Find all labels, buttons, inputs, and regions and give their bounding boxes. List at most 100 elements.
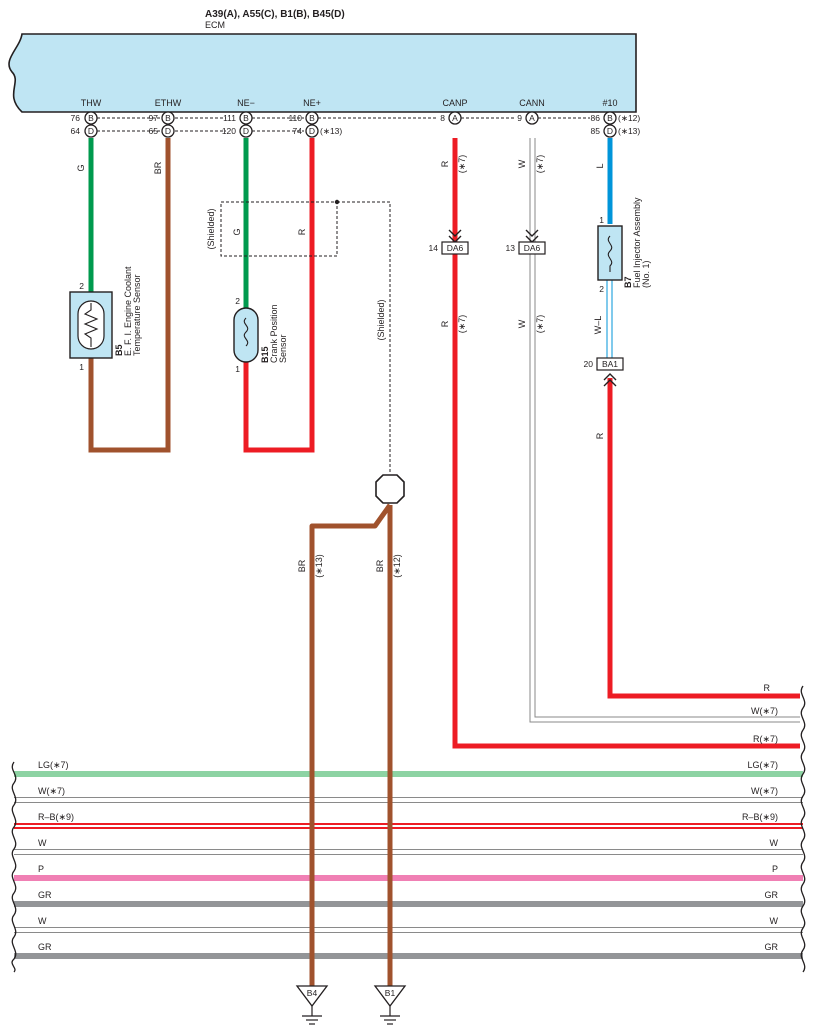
wire-cann-note: (∗7) — [535, 155, 545, 174]
bus-label-right-7: GR — [765, 942, 779, 952]
bus-label-left-1: W(∗7) — [38, 786, 65, 796]
bus-label-left-0: LG(∗7) — [38, 760, 69, 770]
b7-name-2: (No. 1) — [641, 260, 651, 288]
right-label-r: R — [764, 683, 771, 693]
b5-name-1: E. F. I. Engine Coolant — [123, 266, 133, 356]
bus-label-right-2: R–B(∗9) — [742, 812, 778, 822]
bus-label-right-1: W(∗7) — [751, 786, 778, 796]
ecm-connector-list: A39(A), A55(C), B1(B), B45(D) — [205, 9, 345, 20]
pin-110: 110 — [288, 113, 302, 123]
b15-sensor — [233, 307, 259, 363]
shield-ground-symbol — [375, 474, 405, 504]
pin-86-note: (∗12) — [618, 113, 640, 123]
bus-label-right-6: W — [770, 916, 779, 926]
pin-111: 111 — [223, 113, 236, 123]
conn-d-74: D — [309, 126, 315, 136]
wire-ne-plus-code: R — [297, 228, 307, 235]
b5-pin-bottom: 1 — [79, 362, 84, 372]
b15-name-1: Crank Position — [269, 304, 279, 363]
wire-ground-br13-code: BR — [297, 559, 307, 572]
wire-cann-code: W — [517, 159, 527, 168]
terminal-ethw: ETHW — [155, 98, 182, 108]
right-label-r7: R(∗7) — [753, 734, 778, 744]
bus-label-right-5: GR — [765, 890, 779, 900]
ground-b1-label: B1 — [385, 988, 396, 998]
wire-inj-lower-code: W–L — [593, 316, 603, 335]
conn-d-85: D — [607, 126, 613, 136]
b5-pin-top: 2 — [79, 281, 84, 291]
b7-name-1: Fuel Injector Assembly — [632, 197, 642, 288]
b5-name-2: Temperature Sensor — [132, 274, 142, 356]
terminal-cann: CANN — [519, 98, 545, 108]
conn-d-120: D — [243, 126, 249, 136]
pin-85-note: (∗13) — [618, 126, 640, 136]
connector-da6-cann-id: DA6 — [524, 243, 541, 253]
wire-thw-code: G — [76, 164, 86, 171]
wire-canp-code-2: R — [440, 320, 450, 327]
pin-97: 97 — [149, 113, 159, 123]
wire-ground-br13-note: (∗13) — [314, 554, 324, 578]
wire-cann-code-2: W — [517, 319, 527, 328]
conn-b-97: B — [165, 113, 171, 123]
conn-b-86: B — [607, 113, 613, 123]
pin-74: 74 — [293, 126, 303, 136]
wire-ground-br12-note: (∗12) — [392, 554, 402, 578]
wire-canp-code: R — [440, 160, 450, 167]
right-label-w7: W(∗7) — [751, 706, 778, 716]
ground-b4 — [295, 985, 329, 1025]
b7-id: B7 — [623, 276, 633, 288]
conn-d-65: D — [165, 126, 171, 136]
ecm-terminal-circles — [84, 111, 617, 138]
b7-pin-top: 1 — [599, 215, 604, 225]
connector-da6-canp — [441, 241, 469, 255]
wire-inj-code: L — [595, 163, 605, 168]
pin-76: 76 — [71, 113, 81, 123]
b5-id: B5 — [114, 344, 124, 356]
conn-b-110: B — [309, 113, 315, 123]
b15-id: B15 — [260, 346, 270, 363]
connector-da6-cann-pin: 13 — [506, 243, 516, 253]
conn-a-8: A — [452, 113, 458, 123]
pin-9: 9 — [517, 113, 522, 123]
b7-pin-bottom: 2 — [599, 284, 604, 294]
pin-8: 8 — [440, 113, 445, 123]
wire-cann-note-2: (∗7) — [535, 315, 545, 334]
pin-74-note: (∗13) — [320, 126, 342, 136]
bus-label-right-3: W — [770, 838, 779, 848]
connector-da6-canp-pin: 14 — [429, 243, 439, 253]
b5-sensor — [69, 291, 113, 359]
bus-label-left-4: P — [38, 864, 44, 874]
pin-64: 64 — [71, 126, 81, 136]
b7-injector — [597, 225, 623, 281]
bus-label-right-0: LG(∗7) — [747, 760, 778, 770]
wire-ba1-code: R — [595, 432, 605, 439]
bus-label-left-3: W — [38, 838, 47, 848]
ground-b1 — [373, 985, 407, 1025]
b15-pin-top: 2 — [235, 296, 240, 306]
bus-label-left-5: GR — [38, 890, 52, 900]
b15-pin-bottom: 1 — [235, 364, 240, 374]
terminal-canp: CANP — [442, 98, 467, 108]
conn-b-76: B — [88, 113, 94, 123]
connector-da6-cann — [518, 241, 546, 255]
wire-ne-minus-code: G — [232, 228, 242, 235]
connector-ba1-id: BA1 — [602, 359, 618, 369]
pin-120: 120 — [222, 126, 236, 136]
shielded-label-2: (Shielded) — [376, 299, 386, 340]
connector-ba1 — [596, 357, 624, 371]
conn-d-64: D — [88, 126, 94, 136]
ecm-box — [8, 33, 637, 113]
bus-label-left-7: GR — [38, 942, 52, 952]
terminal-ne-minus: NE− — [237, 98, 255, 108]
ground-b4-label: B4 — [307, 988, 318, 998]
bus-label-left-6: W — [38, 916, 47, 926]
shielded-label-1: (Shielded) — [206, 208, 216, 249]
wire-canp-note: (∗7) — [457, 155, 467, 174]
conn-b-111: B — [243, 113, 249, 123]
pin-85: 85 — [591, 126, 601, 136]
ecm-title: ECM — [205, 20, 225, 30]
terminal-ne-plus: NE+ — [303, 98, 321, 108]
b15-name-2: Sensor — [278, 334, 288, 363]
bus-label-right-4: P — [772, 864, 778, 874]
